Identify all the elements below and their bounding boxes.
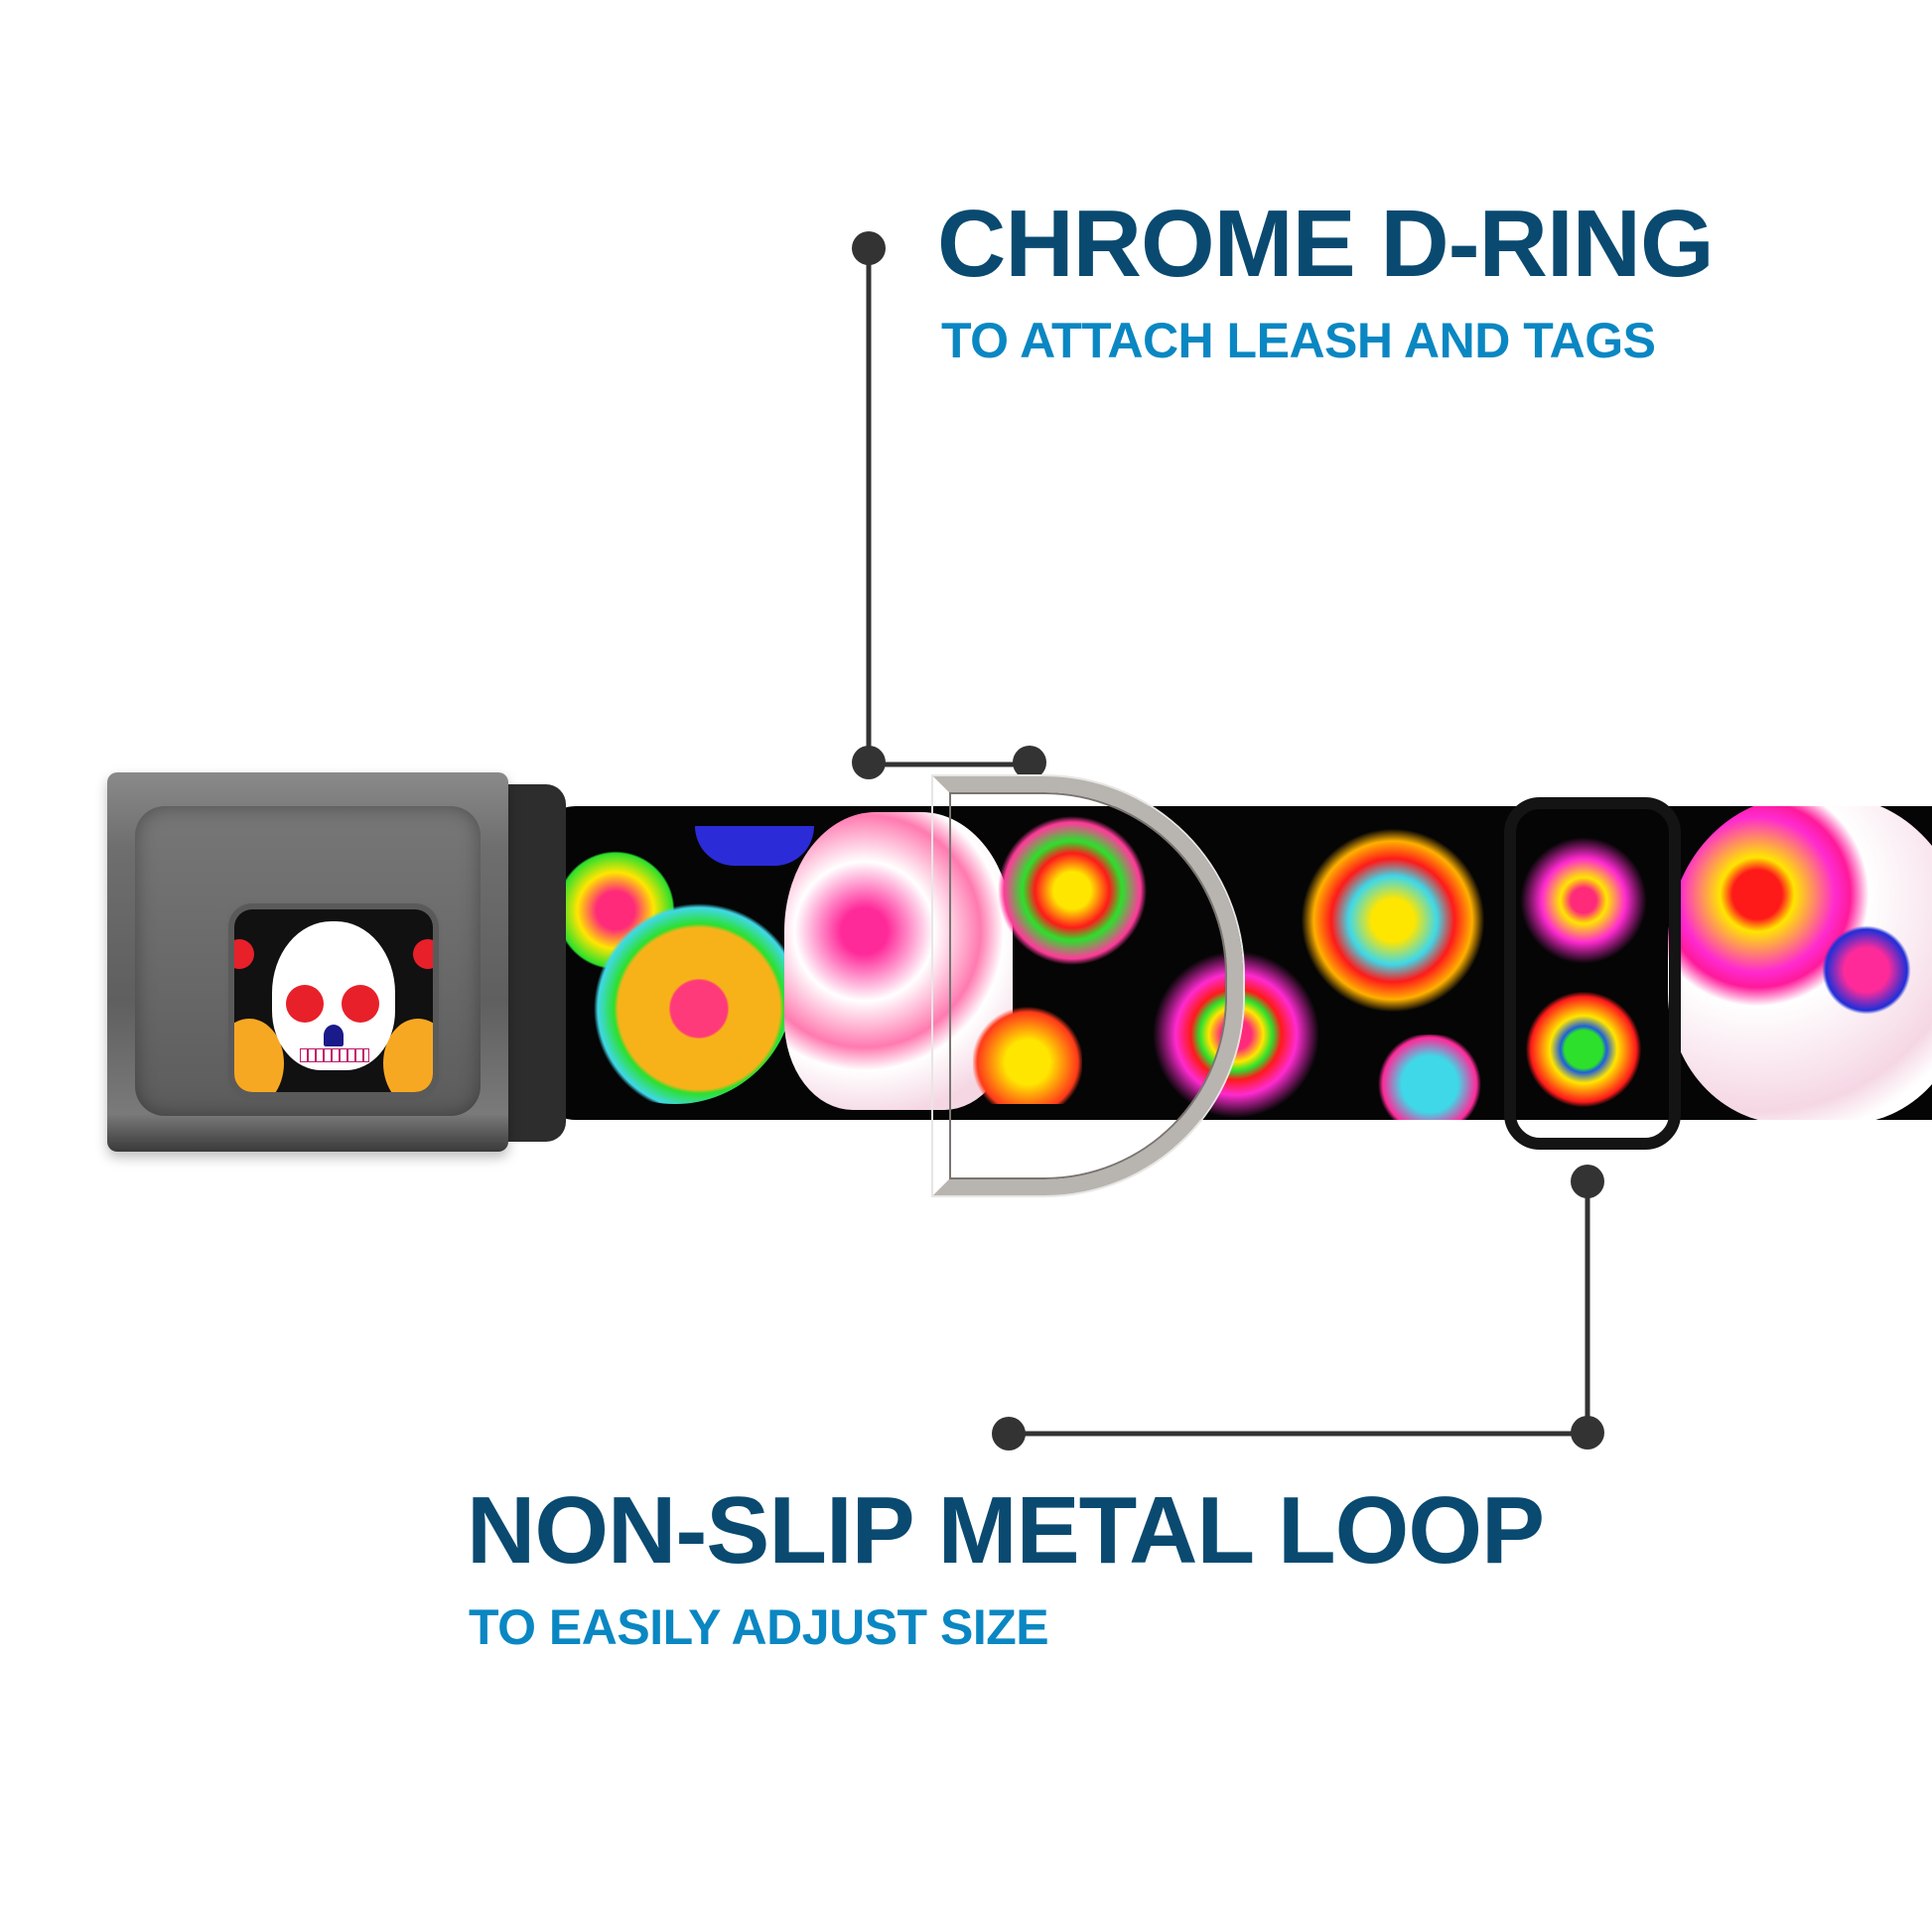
connector-dot	[1013, 746, 1046, 779]
connector-line	[869, 761, 1030, 767]
callout-loop-title: NON-SLIP METAL LOOP	[467, 1477, 1545, 1584]
connector-line	[1009, 1431, 1587, 1437]
callout-dring-subtitle: TO ATTACH LEASH AND TAGS	[941, 313, 1656, 368]
metal-loop-icon[interactable]	[1504, 797, 1681, 1150]
callout-dring-title: CHROME D-RING	[937, 191, 1715, 297]
connector-dot	[992, 1417, 1026, 1450]
connector-line	[1585, 1181, 1590, 1434]
seatbelt-buckle[interactable]	[107, 772, 508, 1152]
sugar-skull-icon	[234, 909, 433, 1092]
buckle-face	[135, 806, 481, 1116]
callout-loop-subtitle: TO EASILY ADJUST SIZE	[469, 1599, 1049, 1655]
connector-line	[866, 248, 872, 762]
